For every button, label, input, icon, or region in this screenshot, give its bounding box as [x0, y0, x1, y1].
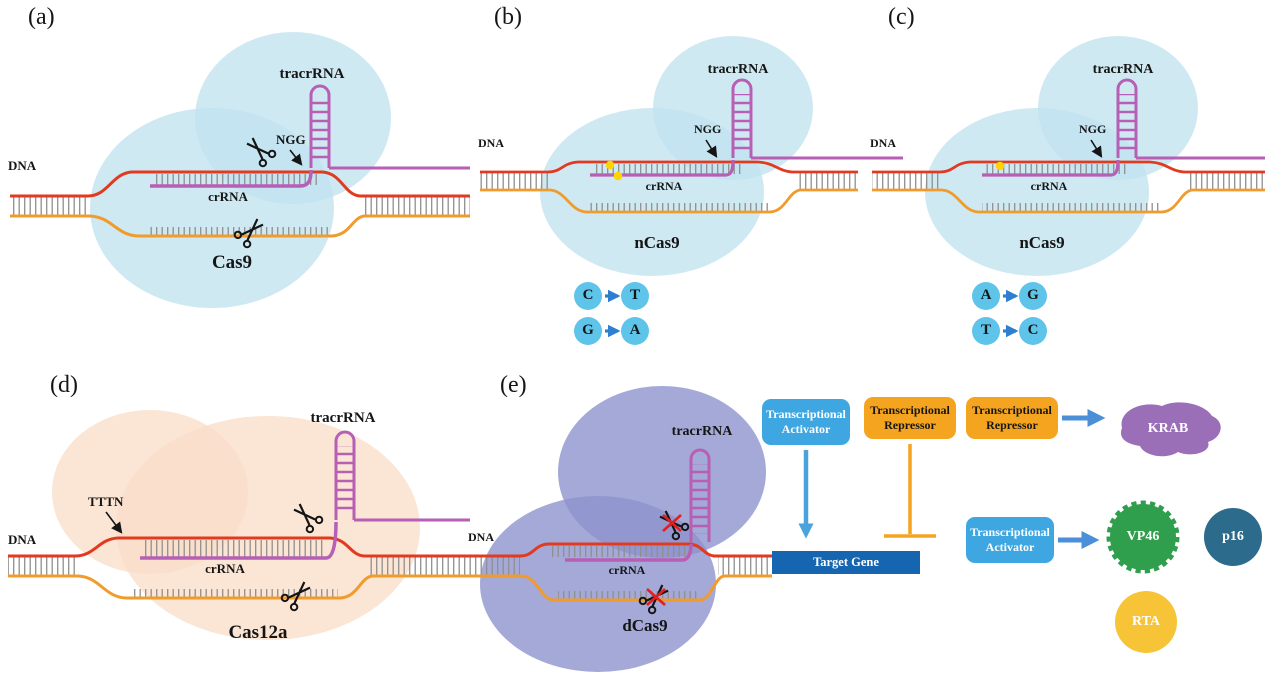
- panel-e-guide-rna: [565, 448, 711, 562]
- krab-blob: [1120, 402, 1221, 457]
- tracrrna-label: tracrRNA: [1092, 62, 1154, 77]
- pam-label: NGG: [276, 132, 306, 147]
- base-letter: T: [629, 287, 641, 303]
- pam-pointer-arrow: [105, 511, 123, 534]
- dna-label: DNA: [468, 530, 494, 544]
- transcriptional-activator-box: Transcriptional Activator: [966, 517, 1054, 563]
- base-edit-dot: [613, 171, 623, 181]
- panel-e-letter: (e): [500, 372, 527, 398]
- panel-b-dna: [480, 160, 858, 214]
- target-gene-label: Target Gene: [813, 555, 879, 569]
- tracrrna-hairpin: [689, 448, 711, 542]
- pam-label: TTTN: [88, 494, 124, 509]
- tracrrna-label: tracrRNA: [310, 410, 376, 426]
- tracrrna-label: tracrRNA: [671, 424, 733, 439]
- vp46-blob: [1106, 500, 1180, 574]
- panel-a-guide-rna: [150, 84, 470, 188]
- transcriptional-activator-box: Transcriptional Activator: [762, 399, 850, 445]
- dna-bottom-strand: [8, 574, 470, 600]
- blocked-cut-cross: [662, 514, 682, 532]
- p16-circle: [1204, 508, 1262, 566]
- dna-top-strand: [480, 160, 858, 174]
- panel-b-guide-rna: [590, 78, 903, 177]
- repression-tbar: [884, 444, 936, 538]
- panel-c-letter: (c): [888, 4, 915, 30]
- target-gene-bar: [772, 551, 920, 574]
- crrna-label: crRNA: [1030, 179, 1068, 193]
- protein-name: Cas9: [211, 252, 253, 273]
- protein-name: dCas9: [622, 616, 668, 635]
- transcriptional-repressor-box: Transcriptional Repressor: [966, 397, 1058, 439]
- panel-b-base-conversion: [574, 282, 649, 345]
- cas12a-protein-blob: [52, 410, 420, 640]
- tracrrna-label: tracrRNA: [279, 66, 345, 82]
- protein-name: nCas9: [634, 233, 680, 252]
- protein-name: nCas9: [1019, 233, 1065, 252]
- pam-pointer-arrow: [1090, 139, 1103, 158]
- base-letter: A: [980, 287, 992, 303]
- crrna-label: crRNA: [645, 179, 683, 193]
- tracrrna-label: tracrRNA: [707, 62, 769, 77]
- pam-label: NGG: [694, 122, 722, 136]
- dna-bottom-strand: [872, 188, 1265, 214]
- dcas9-protein-blob: [480, 386, 766, 672]
- dna-top-strand: [468, 542, 772, 558]
- panel-c-dna: [872, 160, 1265, 214]
- dna-bottom-strand: [480, 188, 858, 214]
- panel-c-guide-rna: [982, 78, 1265, 177]
- base-letter: T: [980, 322, 992, 338]
- vp46-label: VP46: [1126, 529, 1160, 544]
- dna-top-strand: [8, 536, 470, 558]
- crrna-label: crRNA: [205, 561, 245, 576]
- crrna-strand: [140, 521, 338, 560]
- panel-c-base-conversion: [972, 282, 1047, 345]
- crrna-label: crRNA: [208, 189, 248, 204]
- dna-label: DNA: [8, 158, 37, 173]
- dna-label: DNA: [478, 136, 504, 150]
- dna-top-strand: [872, 160, 1265, 174]
- dna-top-strand: [10, 170, 470, 198]
- crrna-strand: [150, 169, 313, 188]
- panel-b-letter: (b): [494, 4, 522, 30]
- dna-label: DNA: [870, 136, 896, 150]
- tracrrna-hairpin: [334, 430, 356, 520]
- base-letter: C: [1027, 322, 1039, 338]
- protein-name: Cas12a: [228, 622, 288, 643]
- rta-circle: [1115, 591, 1177, 653]
- panel-a-letter: (a): [28, 4, 55, 30]
- pam-pointer-arrow: [705, 139, 718, 158]
- pam-label: NGG: [1079, 122, 1107, 136]
- crrna-label: crRNA: [608, 563, 646, 577]
- base-edit-dot: [995, 161, 1005, 171]
- transcriptional-repressor-box: Transcriptional Repressor: [864, 397, 956, 439]
- base-letter: G: [1027, 287, 1039, 303]
- tracrrna-hairpin: [731, 78, 753, 158]
- rta-label: RTA: [1131, 614, 1161, 629]
- krab-label: KRAB: [1147, 421, 1189, 436]
- base-letter: G: [582, 322, 594, 338]
- dna-bottom-strand: [468, 574, 772, 602]
- base-edit-dot: [605, 160, 615, 170]
- blocked-cut-cross: [646, 588, 666, 606]
- crrna-strand: [982, 159, 1120, 177]
- base-letter: A: [629, 322, 641, 338]
- tracrrna-hairpin: [1116, 78, 1138, 158]
- panel-d-letter: (d): [50, 372, 78, 398]
- dna-label: DNA: [8, 532, 37, 547]
- base-letter: C: [582, 287, 594, 303]
- crrna-strand: [565, 543, 693, 562]
- panel-d-guide-rna: [140, 430, 470, 560]
- panel-e-dna: [468, 542, 772, 602]
- panel-d-dna: [8, 536, 470, 600]
- cas9-protein-blob: [90, 32, 391, 308]
- pam-pointer-arrow: [289, 149, 303, 166]
- tracrrna-hairpin: [309, 84, 331, 168]
- crrna-strand: [590, 159, 735, 177]
- p16-label: p16: [1222, 529, 1244, 544]
